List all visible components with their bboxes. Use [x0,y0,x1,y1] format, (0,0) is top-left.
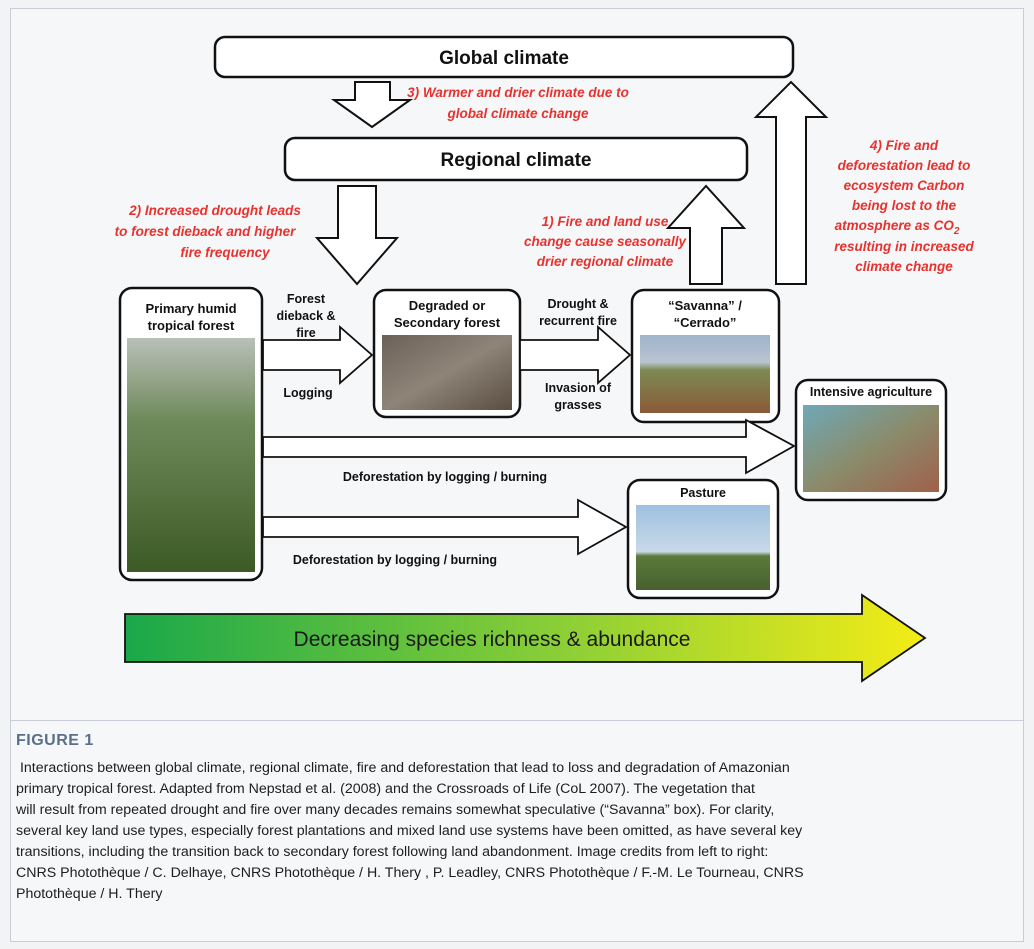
arrow-to-global-climate [753,80,829,285]
caption-text: Interactions between global climate, reg… [16,760,804,902]
annotation-1-line1: 1) Fire and land use [542,214,669,229]
global-climate-box [213,35,795,79]
annotation-4-line4: being lost to the [852,198,957,213]
annotation-2-line3: fire frequency [180,245,271,260]
pasture-label: Pasture [680,486,726,500]
primary-forest-label-1: Primary humid [145,301,236,316]
species-richness-label: Decreasing species richness & abundance [294,628,691,651]
primary-forest-photo [127,338,255,572]
label-forest-dieback-3: fire [296,326,316,340]
degraded-forest-photo [382,335,512,410]
intensive-agriculture-label: Intensive agriculture [810,385,932,399]
label-invasion-2: grasses [554,398,601,412]
diagram: Global climate Regional climate 3) Warme… [115,35,975,683]
annotation-3-line1: 3) Warmer and drier climate due to [407,85,629,100]
label-invasion-1: Invasion of [545,381,612,395]
figure-label: FIGURE 1 [16,732,94,749]
annotation-1-line2: change cause seasonally [524,234,688,249]
primary-forest-label-2: tropical forest [148,318,235,333]
annotation-4-line5: atmosphere as CO2 [835,218,960,237]
arrow-global-to-regional [330,81,414,129]
label-forest-dieback-1: Forest [287,292,326,306]
label-drought-1: Drought & [547,297,608,311]
caption-divider [10,720,1024,721]
arrow-primary-to-pasture [262,498,628,556]
annotation-4-subscript: 2 [953,226,960,237]
annotation-3-line2: global climate change [446,106,589,121]
label-drought-2: recurrent fire [539,314,617,328]
arrow-primary-to-degraded [262,325,374,385]
arrow-savanna-to-regional [665,184,747,285]
intensive-agriculture-photo [803,405,939,492]
arrow-degraded-to-savanna [519,325,632,385]
degraded-forest-label-2: Secondary forest [394,315,501,330]
degraded-forest-label-1: Degraded or [409,298,486,313]
annotation-4-line5-text: atmosphere as CO [835,218,955,233]
savanna-label-2: “Cerrado” [674,315,737,330]
annotation-4-line6: resulting in increased [834,239,974,254]
regional-climate-label: Regional climate [441,150,592,171]
regional-climate-box [283,136,749,182]
label-deforestation-2: Deforestation by logging / burning [293,553,497,567]
arrow-regional-to-forest [314,185,400,286]
annotation-4-line2: deforestation lead to [838,158,971,173]
savanna-label-1: “Savanna” / [668,298,742,313]
pasture-photo [636,505,770,590]
label-forest-dieback-2: dieback & [276,309,335,323]
species-richness-gradient-arrow [124,593,927,683]
annotation-2-line1: 2) Increased drought leads [128,203,301,218]
annotation-1-line3: drier regional climate [537,254,674,269]
global-climate-label: Global climate [439,48,569,69]
annotation-4-line7: climate change [855,259,953,274]
label-logging: Logging [283,386,332,400]
annotation-4-line1: 4) Fire and [869,138,939,153]
annotation-4-line3: ecosystem Carbon [844,178,965,193]
arrow-primary-to-intensive-agriculture [262,418,796,475]
annotation-2-line2: to forest dieback and higher [115,224,297,239]
figure-caption: FIGURE 1 Interactions between global cli… [16,732,1016,905]
label-deforestation-1: Deforestation by logging / burning [343,470,547,484]
savanna-photo [640,335,770,413]
